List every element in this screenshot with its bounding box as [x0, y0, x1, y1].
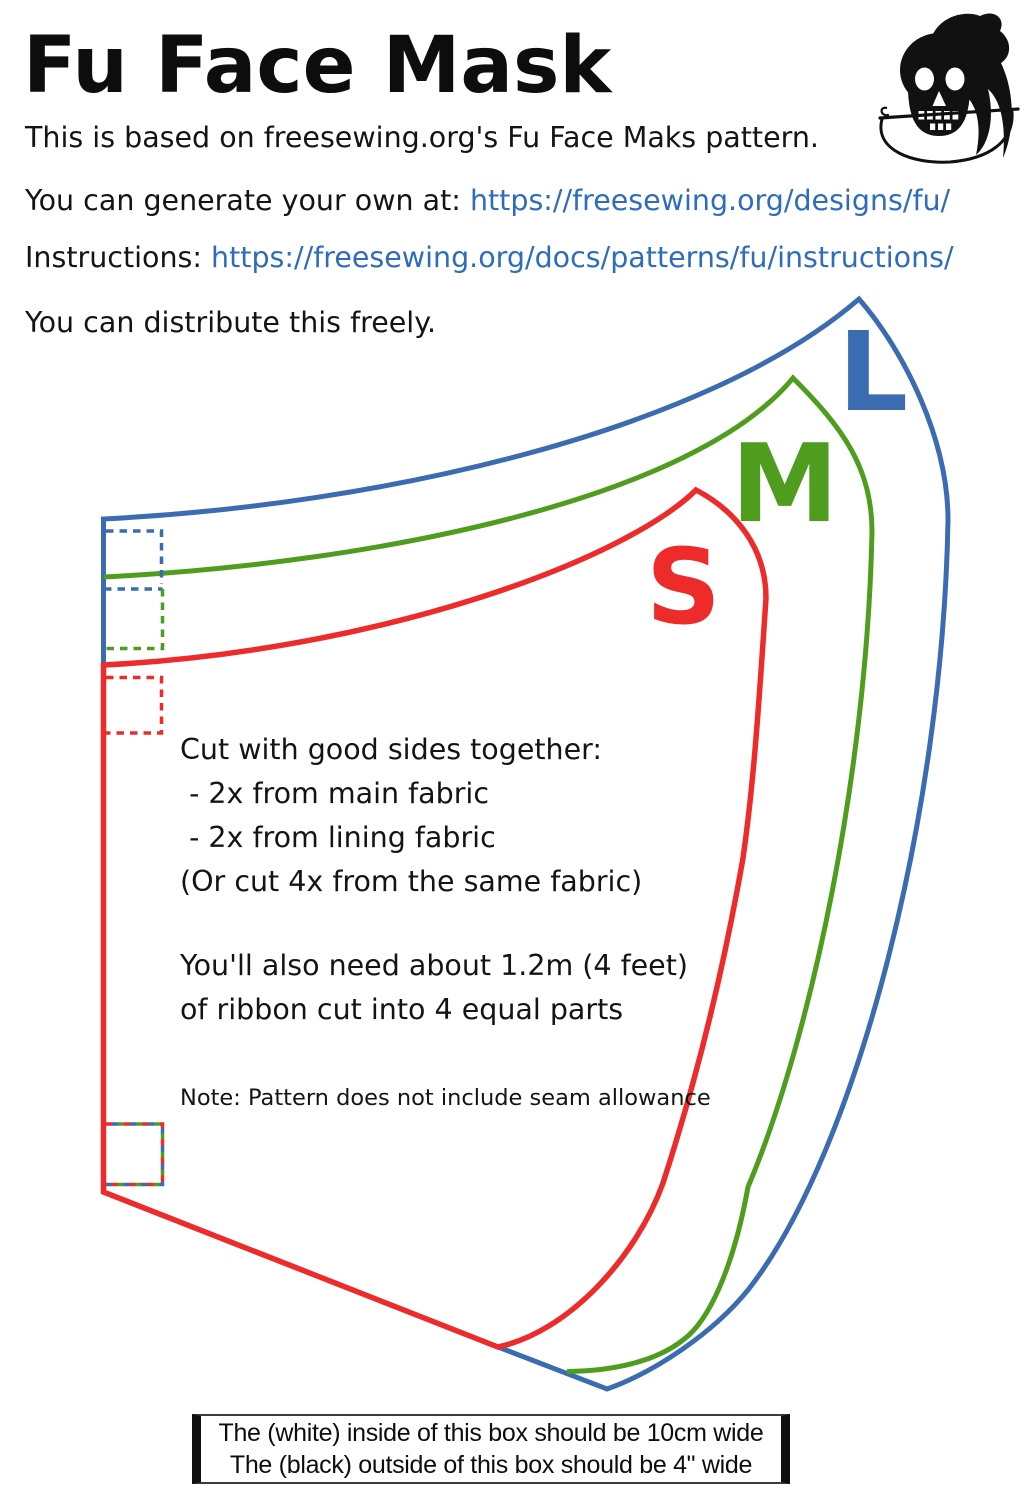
intro-line: This is based on freesewing.org's Fu Fac…	[25, 121, 819, 154]
pattern-outline-size-m	[103, 374, 875, 1374]
multicolor-box-green-dashes	[106, 1122, 165, 1187]
skull-icon	[878, 13, 1020, 164]
size-label-medium: M	[731, 422, 838, 547]
generate-line-prefix: You can generate your own at:	[25, 184, 470, 217]
dashed-marker-box-blue	[106, 529, 164, 584]
instructions-line: Instructions: https://freesewing.org/doc…	[25, 241, 954, 275]
multicolor-box-red-dashes	[106, 1122, 165, 1187]
eye-socket-left	[915, 67, 934, 91]
freesewing-skull-logo	[878, 13, 1020, 164]
multicolor-box-blue-dashes	[106, 1122, 165, 1187]
instructions-link[interactable]: https://freesewing.org/docs/patterns/fu/…	[211, 241, 954, 274]
size-label-large: L	[838, 308, 908, 436]
instructions-line-prefix: Instructions:	[25, 241, 212, 274]
cutting-instructions: Cut with good sides together: - 2x from …	[180, 733, 643, 898]
pattern-outline-size-l	[101, 295, 951, 1392]
ribbon-instructions: You'll also need about 1.2m (4 feet) of …	[180, 949, 689, 1026]
dashed-marker-box-multicolor	[106, 1122, 165, 1187]
size-label-small: S	[646, 526, 721, 648]
scale-box-line-imperial: The (black) outside of this box should b…	[229, 1451, 753, 1479]
scale-box-line-metric: The (white) inside of this box should be…	[218, 1419, 764, 1447]
distribute-line: You can distribute this freely.	[25, 306, 437, 339]
page-title: Fu Face Mask	[23, 21, 612, 111]
nose-cavity	[932, 91, 946, 106]
generate-line: You can generate your own at: https://fr…	[25, 184, 950, 218]
designs-link[interactable]: https://freesewing.org/designs/fu/	[469, 184, 951, 217]
eye-socket-right	[945, 67, 965, 91]
needle-icon	[878, 107, 1020, 120]
seam-allowance-note: Note: Pattern does not include seam allo…	[180, 1085, 711, 1111]
dashed-marker-box-red	[106, 675, 164, 735]
needle-eye	[880, 106, 890, 117]
pattern-outline-size-s	[100, 486, 769, 1350]
scale-calibration-box: The (white) inside of this box should be…	[192, 1414, 790, 1484]
dashed-marker-box-green	[104, 589, 165, 651]
